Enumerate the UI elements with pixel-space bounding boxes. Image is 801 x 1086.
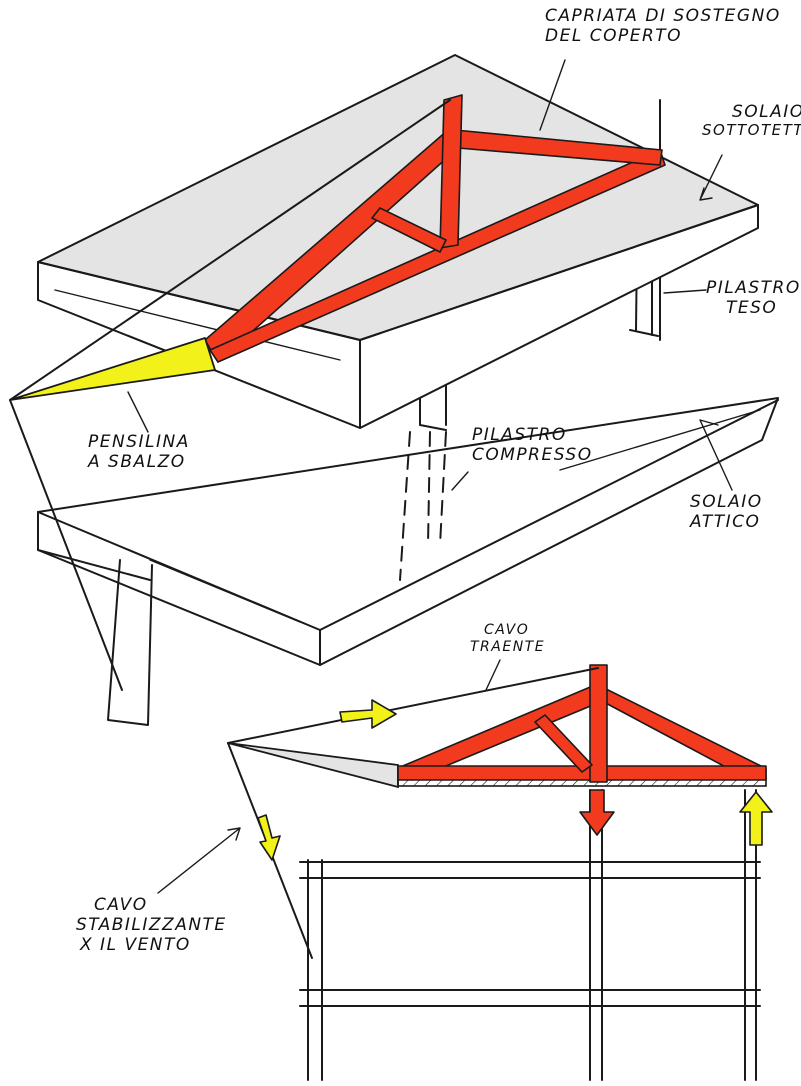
label-wind-cable: CAVO STABILIZZANTE X IL VENTO	[76, 895, 227, 955]
label-pull-cable: CAVO TRAENTE	[470, 622, 545, 655]
label-truss-line2: DEL COPERTO	[545, 26, 683, 47]
label-canopy-line2: A SBALZO	[88, 452, 186, 473]
wind-arrow	[257, 814, 281, 861]
leader-lines-lower	[157, 659, 501, 894]
attic-slab	[37, 397, 779, 666]
label-wind-cable-line1: CAVO	[94, 895, 148, 915]
label-tie-column: PILASTRO TESO	[706, 278, 801, 318]
label-attic-slab-line2: ATTICO	[690, 512, 761, 533]
label-roof-slab-line2: SOTTOTETTI	[702, 121, 801, 140]
label-truss-line1: CAPRIATA DI SOSTEGNO	[545, 6, 781, 26]
label-attic-slab-line1: SOLAIO	[690, 492, 763, 512]
label-tie-column-line1: PILASTRO	[706, 278, 801, 298]
label-roof-slab: SOLAIO SOTTOTETTI	[702, 102, 801, 140]
label-compressed-column-line2: COMPRESSO	[472, 445, 593, 466]
label-pull-cable-line2: TRAENTE	[470, 638, 546, 655]
building-frame	[299, 789, 761, 1081]
truss-elevation	[397, 664, 767, 783]
cantilever-canopy	[9, 99, 451, 691]
label-canopy: PENSILINA A SBALZO	[88, 432, 190, 472]
roof-slab	[37, 54, 759, 429]
label-truss: CAPRIATA DI SOSTEGNO DEL COPERTO	[545, 6, 781, 46]
label-roof-slab-line1: SOLAIO	[732, 102, 801, 122]
label-wind-cable-line3: X IL VENTO	[80, 935, 191, 956]
leader-lines-upper	[127, 59, 733, 491]
label-tie-column-line2: TESO	[726, 298, 778, 319]
load-down-arrow	[579, 789, 615, 836]
label-compressed-column: PILASTRO COMPRESSO	[472, 425, 593, 465]
label-attic-slab: SOLAIO ATTICO	[690, 492, 763, 532]
truss-king-post	[439, 94, 463, 249]
label-compressed-column-line1: PILASTRO	[472, 425, 567, 445]
roof-truss	[204, 94, 666, 363]
reaction-up-arrow	[739, 791, 773, 846]
pull-arrow	[339, 699, 397, 729]
left-column	[37, 511, 153, 726]
label-pull-cable-line1: CAVO	[484, 622, 530, 638]
truss-strut	[371, 207, 447, 253]
label-canopy-line1: PENSILINA	[88, 432, 190, 452]
truss-bottom-chord	[209, 149, 666, 363]
canopy-elevation	[227, 742, 399, 789]
label-wind-cable-line2: STABILIZZANTE	[76, 915, 227, 936]
